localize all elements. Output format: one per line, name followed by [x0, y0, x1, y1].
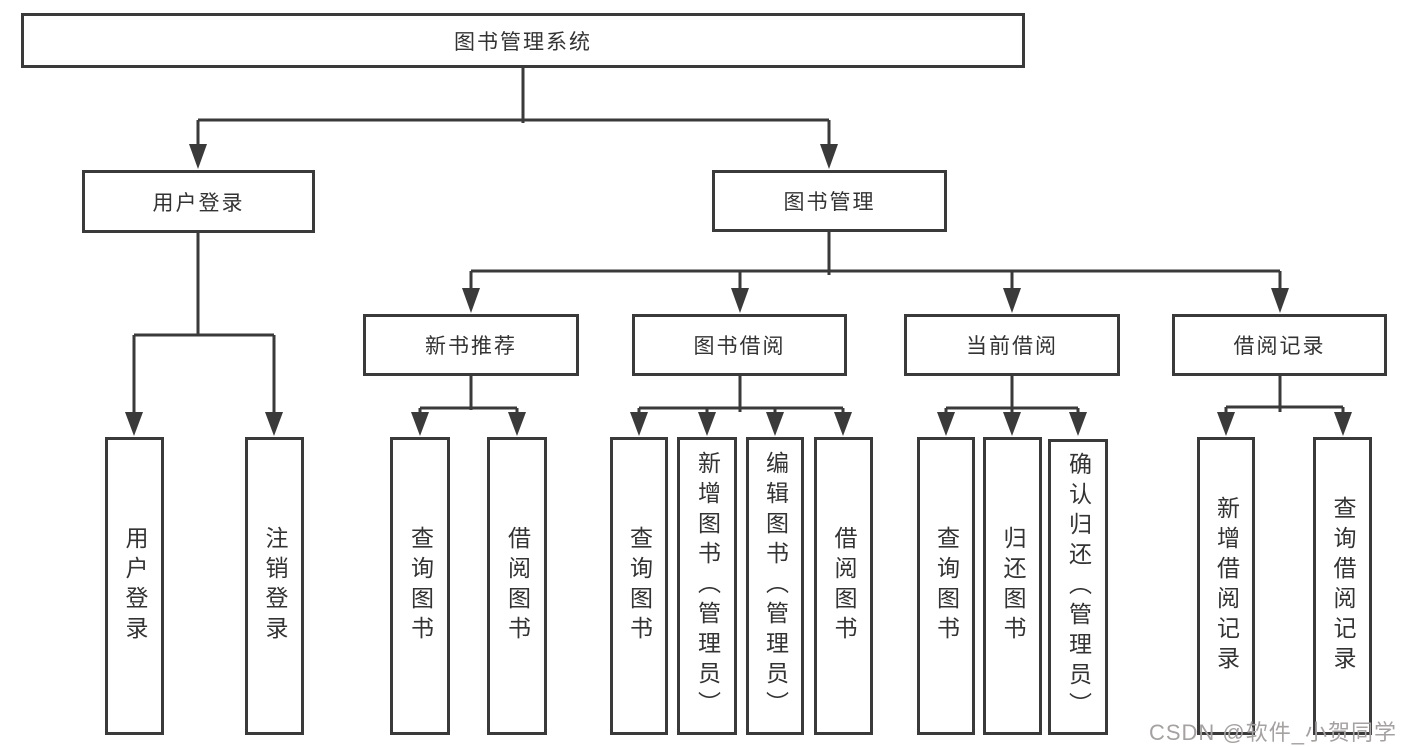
leaf-user-login: 用户登录	[105, 437, 164, 735]
leaf-add-borrow-record: 新增借阅记录	[1197, 437, 1255, 735]
leaf-edit-book-admin: 编辑图书（管理员）	[746, 437, 804, 735]
leaf-return-books: 归还图书	[983, 437, 1042, 735]
node-book-borrowing: 图书借阅	[632, 314, 847, 376]
leaf-query-books-2: 查询图书	[610, 437, 668, 735]
watermark: CSDN @软件_小贺同学	[1148, 720, 1397, 745]
leaf-add-book-admin: 新增图书（管理员）	[677, 437, 737, 735]
leaf-borrow-books: 借阅图书	[487, 437, 547, 735]
node-library-management-system: 图书管理系统	[21, 13, 1025, 68]
leaf-query-books-3: 查询图书	[917, 437, 975, 735]
leaf-borrow-books-2: 借阅图书	[814, 437, 873, 735]
node-borrowing-records: 借阅记录	[1172, 314, 1387, 376]
leaf-query-borrow-record: 查询借阅记录	[1313, 437, 1372, 735]
node-book-management: 图书管理	[712, 170, 947, 232]
leaf-query-books: 查询图书	[390, 437, 450, 735]
leaf-logout: 注销登录	[245, 437, 304, 735]
node-current-borrowing: 当前借阅	[904, 314, 1120, 376]
node-new-book-recommendation: 新书推荐	[363, 314, 579, 376]
leaf-confirm-return-admin: 确认归还（管理员）	[1048, 439, 1108, 735]
node-user-login: 用户登录	[82, 170, 315, 233]
